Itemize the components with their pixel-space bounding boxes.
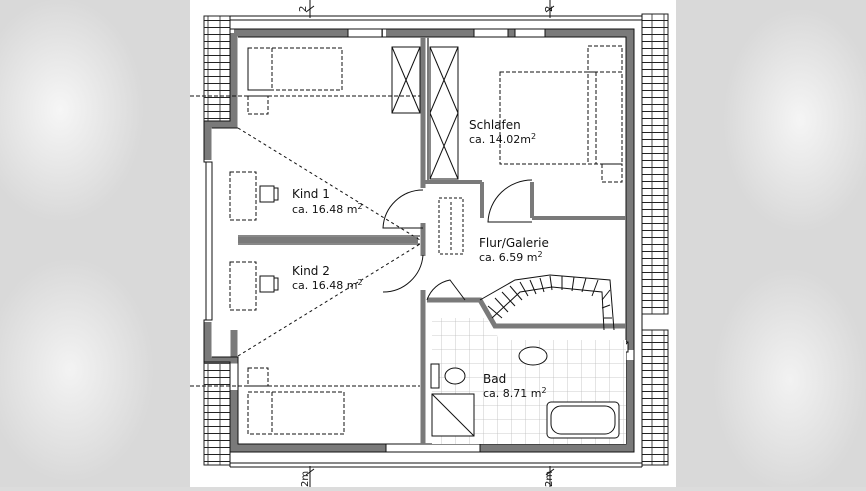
- floor-plan-drawing: 2 2 2m 2m: [190, 0, 669, 487]
- bathtub: [546, 401, 620, 439]
- floor-plan: 2 2 2m 2m: [190, 0, 676, 487]
- shower-diag: [431, 393, 475, 437]
- roof-tiles-left-lower: [203, 359, 231, 466]
- interior-walls: [238, 37, 626, 444]
- roof-tiles-right-lower: [641, 329, 669, 466]
- outer-wall-outline: [203, 28, 635, 453]
- dim-top-left: 2: [298, 6, 309, 12]
- kind2-furniture: [190, 243, 421, 435]
- schlafen-furniture: [499, 45, 623, 183]
- dim-bottom-right: 2m: [544, 471, 555, 487]
- kind1-chair: [259, 185, 279, 203]
- toilet-tank: [430, 363, 440, 389]
- wash-basin: [518, 346, 548, 366]
- room-name-bad: Bad: [483, 372, 506, 386]
- kind1-furniture: [190, 47, 421, 241]
- room-area-kind1: ca. 16.48 m2: [292, 202, 363, 216]
- room-name-kind2: Kind 2: [292, 264, 330, 278]
- room-name-schlafen: Schlafen: [469, 118, 521, 132]
- room-area-schlafen: ca. 14.02m2: [469, 132, 536, 146]
- staircase: [479, 274, 615, 331]
- room-name-flur: Flur/Galerie: [479, 236, 549, 250]
- kind2-chair: [259, 275, 279, 293]
- room-area-bad: ca. 8.71 m2: [483, 386, 547, 400]
- gallery-railing: [438, 197, 464, 255]
- toilet: [444, 367, 466, 385]
- room-area-flur: ca. 6.59 m2: [479, 250, 543, 264]
- dimension-ticks: [305, 0, 555, 487]
- roof-tiles-left: [203, 15, 231, 122]
- dim-top-right: 2: [544, 6, 555, 12]
- interior-wall-outlines: [238, 235, 420, 245]
- dim-bottom-left: 2m: [300, 471, 311, 487]
- room-name-kind1: Kind 1: [292, 187, 330, 201]
- doors: [382, 179, 533, 301]
- roof-tiles-right: [641, 13, 669, 315]
- stair-void: [391, 46, 459, 180]
- room-area-kind2: ca. 16.48 m2: [292, 278, 363, 292]
- bathtub-inner: [550, 405, 616, 435]
- windows: [205, 28, 546, 453]
